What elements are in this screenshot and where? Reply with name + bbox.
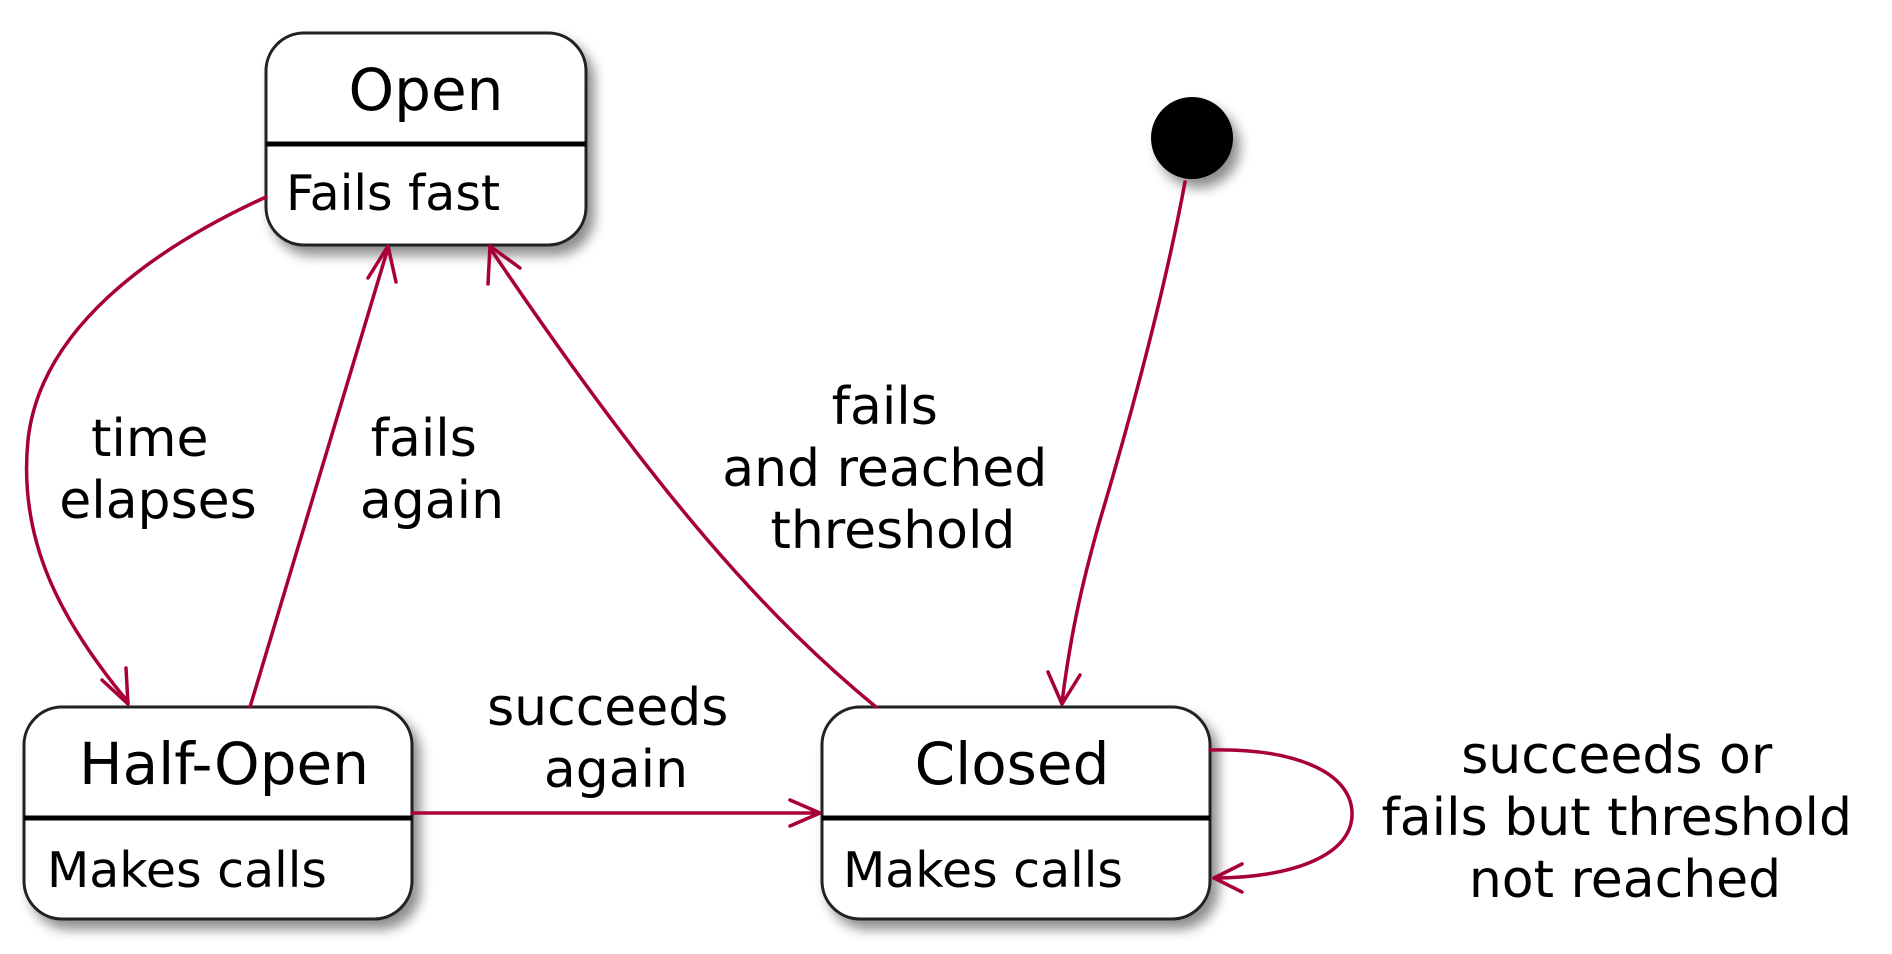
transition-initial-to-closed: [1046, 180, 1187, 706]
state-open-box: [264, 31, 588, 247]
state-open[interactable]: Open Fails fast: [264, 31, 588, 247]
state-half-open-name: Half-Open: [79, 730, 369, 798]
transition-closed-to-open: [486, 244, 878, 709]
transition-closed-self-loop: [1208, 748, 1354, 894]
state-closed-name: Closed: [915, 730, 1110, 798]
state-half-open[interactable]: Half-Open Makes calls: [22, 705, 414, 921]
initial-node: [1151, 97, 1233, 179]
label-self-loop-line-2: fails but threshold: [1382, 788, 1852, 848]
label-time-elapses-line-1: time: [91, 409, 208, 469]
label-time-elapses-line-2: elapses: [59, 471, 257, 531]
state-half-open-activity: Makes calls: [47, 842, 327, 899]
transition-half-open-to-open: [248, 244, 398, 709]
state-closed[interactable]: Closed Makes calls: [820, 705, 1212, 921]
state-closed-box: [820, 705, 1212, 921]
label-fails-threshold-line-1: fails: [832, 377, 938, 437]
label-succeeds-again-line-1: succeeds: [487, 678, 728, 738]
label-succeeds-again: succeeds again: [487, 678, 745, 800]
label-fails-threshold-line-3: threshold: [771, 501, 1016, 561]
label-self-loop-line-1: succeeds or: [1461, 726, 1773, 786]
label-fails-threshold: fails and reached threshold: [722, 377, 1064, 561]
label-fails-again-line-1: fails: [371, 409, 477, 469]
label-fails-again-line-2: again: [360, 471, 504, 531]
state-closed-activity: Makes calls: [843, 842, 1123, 899]
label-succeeds-again-line-2: again: [544, 740, 688, 800]
label-time-elapses: time elapses: [59, 409, 257, 531]
label-self-loop-line-3: not reached: [1469, 850, 1781, 910]
state-open-activity: Fails fast: [286, 165, 500, 222]
state-open-name: Open: [349, 56, 504, 124]
label-fails-again: fails again: [360, 409, 504, 531]
transition-half-open-to-closed: [410, 798, 822, 828]
transition-open-to-half-open: [24, 195, 268, 706]
label-fails-threshold-line-2: and reached: [722, 439, 1047, 499]
label-self-loop: succeeds or fails but threshold not reac…: [1382, 726, 1869, 910]
